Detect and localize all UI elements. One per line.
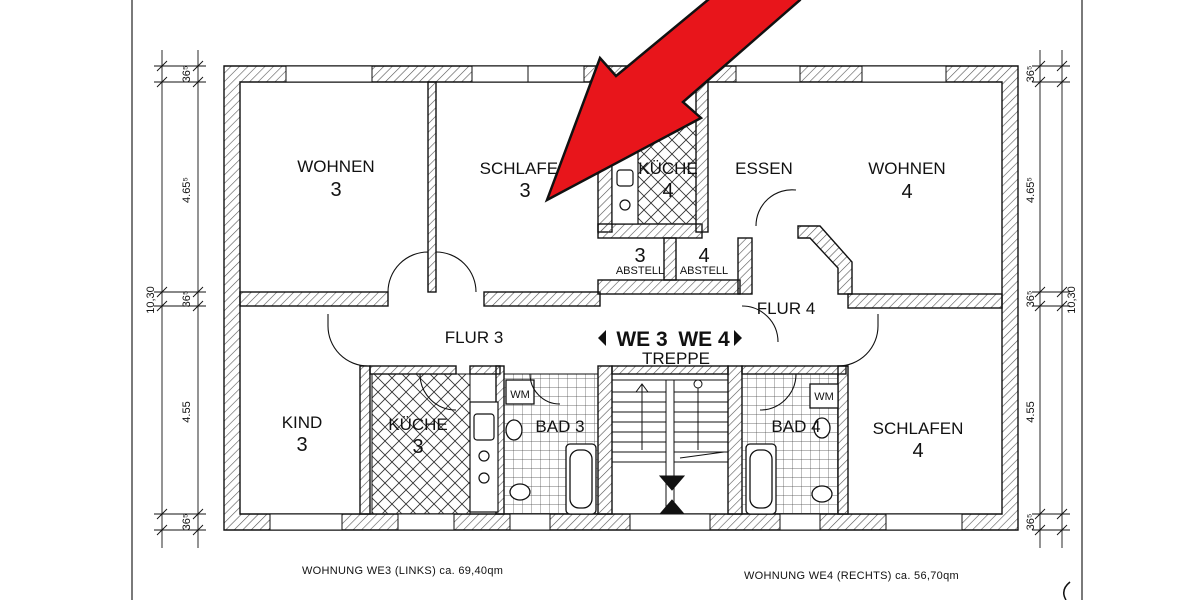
- dim-right-room-top: 4.65⁵: [1025, 177, 1037, 203]
- room-wohnen3-name: WOHNEN: [297, 157, 374, 176]
- room-bad4-name: BAD 4: [771, 417, 820, 436]
- dimension-tick-mark: [1034, 286, 1046, 298]
- dimension-texts: 10,30 10,30 36⁵ 4.65⁵ 36⁵ 4.55 36⁵ 36⁵ 4…: [145, 66, 1078, 531]
- room-wohnen4-num: 4: [901, 181, 912, 203]
- dim-right-wall-mid: 36⁵: [1025, 291, 1037, 308]
- room-kueche4-num: 4: [662, 180, 673, 202]
- dim-right-wall-top: 36⁵: [1025, 66, 1037, 83]
- dimension-tick-mark: [192, 524, 204, 536]
- dimension-tick-mark: [156, 60, 168, 72]
- dimension-tick-mark: [1034, 508, 1046, 520]
- room-abstell3-num: 3: [634, 245, 645, 267]
- room-flur3-name: FLUR 3: [445, 328, 504, 347]
- dimension-tick-mark: [1056, 286, 1068, 298]
- pen-mark: [1063, 581, 1071, 600]
- dimension-tick-mark: [1034, 524, 1046, 536]
- dimension-tick-mark: [156, 76, 168, 88]
- room-abstell4-num: 4: [698, 245, 709, 267]
- dimension-tick-mark: [1056, 508, 1068, 520]
- room-bad3-name: BAD 3: [535, 417, 584, 436]
- we-arrows: [598, 330, 742, 346]
- room-schlafen4-name: SCHLAFEN: [873, 419, 964, 438]
- dimension-tick-mark: [1034, 76, 1046, 88]
- staircase: [611, 379, 729, 515]
- dimension-tick-mark: [156, 524, 168, 536]
- kitchen-counters: [469, 149, 639, 513]
- caption-left: WOHNUNG WE3 (LINKS) ca. 69,40qm: [302, 565, 503, 577]
- dimension-tick-mark: [1056, 300, 1068, 312]
- room-kind3-name: KIND: [282, 413, 323, 432]
- dim-left-room-top: 4.65⁵: [181, 177, 193, 203]
- room-schlafen4-num: 4: [912, 440, 923, 462]
- room-wohnen3-num: 3: [330, 179, 341, 201]
- room-wm4: WM: [814, 391, 834, 403]
- room-wm3: WM: [510, 389, 530, 401]
- dimension-tick-mark: [1056, 524, 1068, 536]
- room-kueche3-name: KÜCHE: [388, 415, 448, 434]
- room-abstell4-name: ABSTELL: [680, 265, 728, 277]
- bath-fixtures: [505, 379, 839, 515]
- dim-right-room-bottom: 4.55: [1025, 401, 1037, 422]
- room-schlafen3-num: 3: [519, 180, 530, 202]
- room-schlafen3-name: SCHLAFEN: [480, 159, 571, 178]
- dimension-tick-mark: [192, 286, 204, 298]
- dim-left-wall-top: 36⁵: [181, 66, 193, 83]
- room-kueche3-num: 3: [412, 436, 423, 458]
- room-essen-name: ESSEN: [735, 159, 793, 178]
- dimension-tick-mark: [192, 76, 204, 88]
- dim-right-total: 10,30: [1066, 286, 1078, 314]
- door-swings: [327, 189, 879, 411]
- dim-left-wall-mid: 36⁵: [181, 291, 193, 308]
- dimension-tick-mark: [192, 508, 204, 520]
- caption-right: WOHNUNG WE4 (RECHTS) ca. 56,70qm: [744, 570, 959, 582]
- dimension-tick-mark: [156, 300, 168, 312]
- dimension-tick-mark: [192, 60, 204, 72]
- dim-left-room-bottom: 4.55: [181, 401, 193, 422]
- red-arrow-icon: [544, 0, 802, 203]
- kueche3-floor: [371, 373, 471, 515]
- dimension-tick-mark: [156, 508, 168, 520]
- dimension-tick-mark: [156, 286, 168, 298]
- room-wohnen4-name: WOHNEN: [868, 159, 945, 178]
- dimension-tick-mark: [1056, 60, 1068, 72]
- dimension-lines: [154, 50, 1070, 548]
- frame-lines: [131, 0, 1083, 600]
- dimension-tick-mark: [192, 300, 204, 312]
- room-treppe-name: TREPPE: [642, 349, 710, 368]
- dim-left-total: 10,30: [145, 286, 157, 314]
- room-flur4-name: FLUR 4: [757, 299, 816, 318]
- room-abstell3-name: ABSTELL: [616, 265, 664, 277]
- room-kueche4-name: KÜCHE: [638, 159, 698, 178]
- dim-left-wall-bottom: 36⁵: [181, 514, 193, 531]
- room-kind3-num: 3: [296, 434, 307, 456]
- windows: [269, 65, 963, 531]
- dimension-tick-mark: [1034, 300, 1046, 312]
- we3-label: WE 3: [616, 328, 667, 351]
- dim-right-wall-bottom: 36⁵: [1025, 514, 1037, 531]
- we4-label: WE 4: [678, 328, 730, 351]
- dimension-tick-mark: [1034, 60, 1046, 72]
- dimension-tick-mark: [1056, 76, 1068, 88]
- room-labels: WOHNEN 3 SCHLAFEN 3 KÜCHE 4 ESSEN WOHNEN…: [282, 157, 964, 462]
